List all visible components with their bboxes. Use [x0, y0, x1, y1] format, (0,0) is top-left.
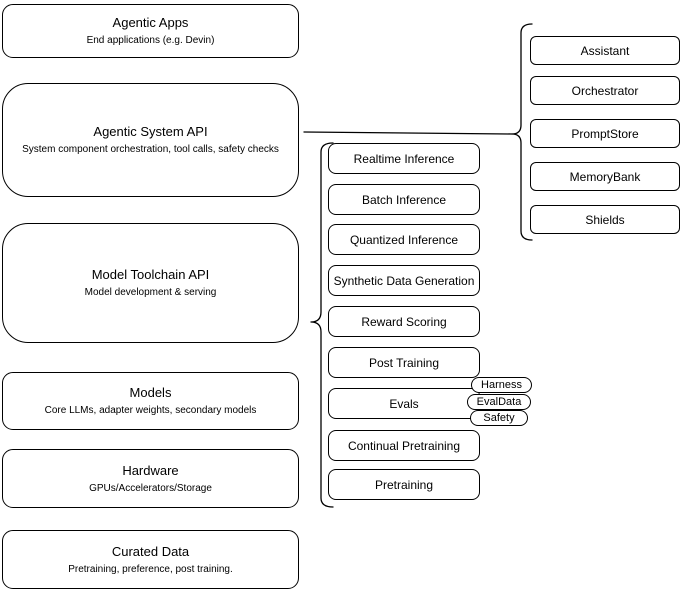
eval-tag-safety: Safety — [470, 410, 528, 426]
toolchain-item-realtime-inference: Realtime Inference — [328, 143, 480, 174]
toolchain-item-post-training: Post Training — [328, 347, 480, 378]
toolchain-item-label: Realtime Inference — [353, 151, 455, 166]
layer-box-agentic-apps: Agentic Apps End applications (e.g. Devi… — [2, 4, 299, 58]
component-label: PromptStore — [571, 126, 639, 141]
toolchain-item-continual-pretraining: Continual Pretraining — [328, 430, 480, 461]
layer-subtitle: GPUs/Accelerators/Storage — [89, 482, 212, 494]
component-box-promptstore: PromptStore — [530, 119, 680, 148]
component-box-shields: Shields — [530, 205, 680, 234]
toolchain-item-label: Pretraining — [374, 477, 434, 492]
toolchain-item-quantized-inference: Quantized Inference — [328, 224, 480, 255]
toolchain-item-label: Continual Pretraining — [347, 438, 461, 453]
layer-title: Agentic System API — [93, 124, 208, 139]
layer-box-models: Models Core LLMs, adapter weights, secon… — [2, 372, 299, 430]
layer-box-model-toolchain-api: Model Toolchain API Model development & … — [2, 223, 299, 343]
toolchain-item-synthetic-data-generation: Synthetic Data Generation — [328, 265, 480, 296]
layer-title: Model Toolchain API — [91, 267, 210, 282]
component-box-assistant: Assistant — [530, 36, 680, 65]
toolchain-item-batch-inference: Batch Inference — [328, 184, 480, 215]
toolchain-item-reward-scoring: Reward Scoring — [328, 306, 480, 337]
toolchain-item-label: Post Training — [368, 355, 440, 370]
layer-title: Curated Data — [111, 543, 190, 559]
eval-tag-evaldata: EvalData — [467, 394, 531, 410]
layer-subtitle: Pretraining, preference, post training. — [68, 563, 233, 575]
eval-tag-label: Harness — [481, 379, 522, 391]
component-label: Assistant — [580, 43, 630, 58]
layer-subtitle: Model development & serving — [84, 287, 217, 298]
component-box-orchestrator: Orchestrator — [530, 76, 680, 105]
layer-subtitle: Core LLMs, adapter weights, secondary mo… — [44, 405, 257, 416]
layer-box-curated-data: Curated Data Pretraining, preference, po… — [2, 530, 299, 589]
eval-tag-harness: Harness — [471, 377, 532, 393]
layer-subtitle: System component orchestration, tool cal… — [22, 144, 279, 155]
toolchain-item-pretraining: Pretraining — [328, 469, 480, 500]
layer-title: Models — [129, 385, 172, 400]
layer-title: Hardware — [122, 462, 179, 478]
system-api-connector-line — [303, 131, 513, 135]
component-label: MemoryBank — [569, 169, 641, 184]
system-components-brace — [511, 23, 533, 241]
toolchain-item-label: Quantized Inference — [349, 232, 459, 247]
layer-box-hardware: Hardware GPUs/Accelerators/Storage — [2, 449, 299, 508]
toolchain-item-label: Evals — [389, 396, 419, 411]
component-label: Orchestrator — [571, 83, 639, 98]
toolchain-item-label: Reward Scoring — [361, 314, 447, 329]
layer-subtitle: End applications (e.g. Devin) — [86, 35, 215, 46]
eval-tag-label: EvalData — [476, 396, 522, 408]
component-label: Shields — [585, 212, 625, 227]
eval-tag-label: Safety — [483, 412, 515, 424]
component-box-memorybank: MemoryBank — [530, 162, 680, 191]
toolchain-item-label: Batch Inference — [361, 192, 447, 207]
toolchain-item-label: Synthetic Data Generation — [333, 273, 475, 288]
toolchain-item-evals: Evals — [328, 388, 480, 419]
layer-title: Agentic Apps — [112, 15, 189, 30]
layer-box-agentic-system-api: Agentic System API System component orch… — [2, 83, 299, 197]
